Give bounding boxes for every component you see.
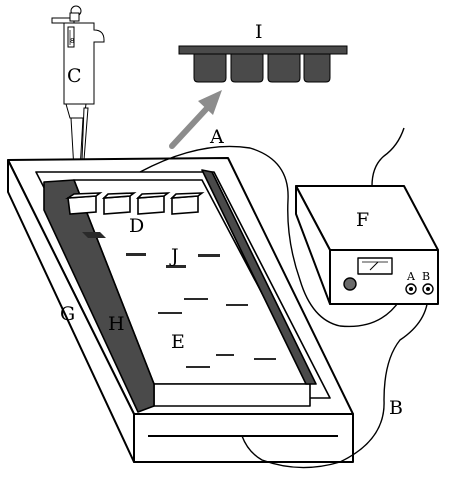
- band-7: [158, 312, 182, 314]
- label-d: D: [129, 215, 144, 237]
- dna-bands: [82, 232, 276, 368]
- label-c: C: [67, 65, 82, 87]
- label-f: F: [356, 209, 369, 231]
- gel-slab: [43, 169, 317, 413]
- band-9: [254, 358, 276, 360]
- power-supply: [295, 185, 439, 305]
- label-terminal-b: B: [422, 270, 430, 283]
- band-1: [82, 232, 106, 238]
- label-h: H: [108, 313, 125, 335]
- band-6: [226, 304, 248, 306]
- band-10: [186, 366, 210, 368]
- band-5: [184, 298, 208, 300]
- gray-arrow: [169, 90, 222, 149]
- band-2: [126, 253, 146, 256]
- wires: [139, 127, 429, 469]
- label-j: J: [169, 245, 179, 267]
- wells-row: [65, 192, 205, 215]
- label-g: G: [60, 303, 75, 325]
- band-4: [198, 254, 220, 257]
- label-b-wire: B: [389, 397, 403, 419]
- label-a-wire: A: [209, 126, 224, 148]
- label-e: E: [171, 331, 185, 353]
- band-8: [216, 354, 234, 356]
- pipette-illustration: [51, 5, 105, 189]
- label-terminal-a: A: [406, 270, 416, 283]
- comb-illustration: [178, 45, 348, 83]
- pipette-marking: 8: [70, 37, 74, 45]
- label-i: I: [255, 21, 263, 43]
- band-3: [166, 265, 186, 268]
